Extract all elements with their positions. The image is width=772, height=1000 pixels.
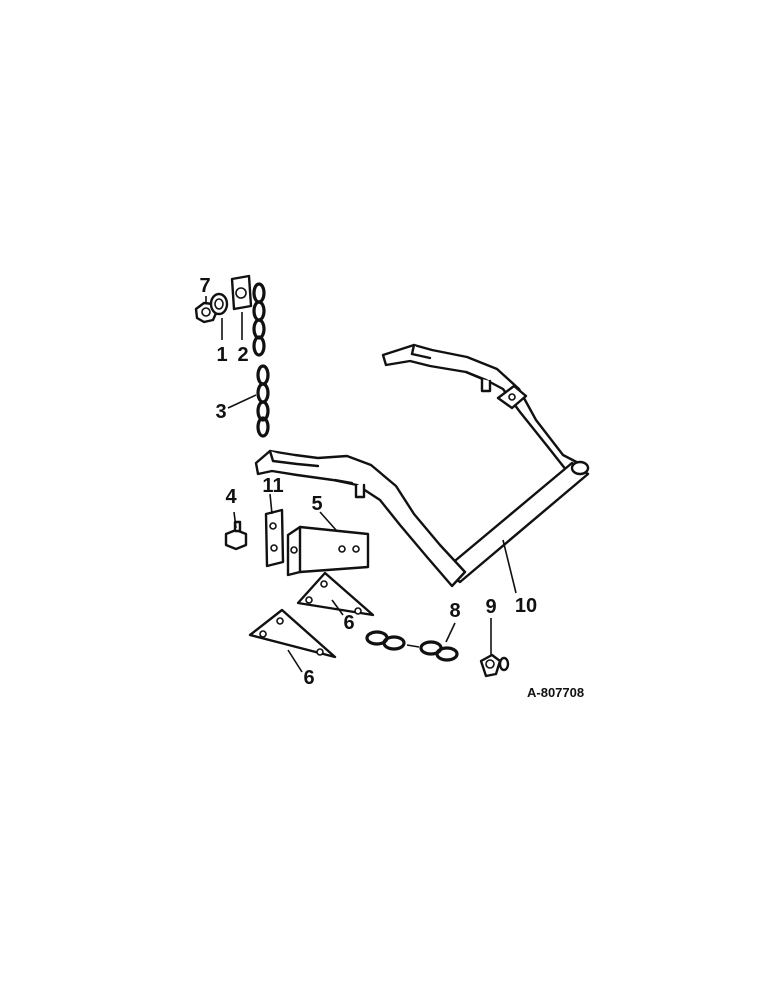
part-4-bolt	[224, 520, 248, 551]
drawing-reference-code: A-807708	[527, 685, 584, 700]
callout-labels: 7 1 2 3 4 11 5 6 6 8 9 10	[199, 275, 537, 689]
callout-11: 11	[262, 475, 283, 497]
callout-7: 7	[199, 275, 210, 297]
part-5-bracket	[286, 525, 370, 577]
part-10-frame	[254, 343, 590, 588]
part-1-washer	[209, 292, 229, 316]
callout-1: 1	[216, 344, 227, 366]
callout-6-lower: 6	[303, 667, 314, 689]
callout-4: 4	[225, 486, 237, 508]
part-6-gusset-lower	[248, 608, 337, 659]
callout-8: 8	[449, 600, 460, 622]
part-11-strap	[264, 508, 285, 568]
part-6-gusset-upper	[296, 571, 375, 617]
part-9-fitting	[479, 653, 510, 678]
chain-upper	[252, 282, 266, 357]
part-3-chain	[256, 364, 270, 438]
callout-2: 2	[237, 344, 248, 366]
part-8-chain	[365, 630, 459, 662]
callout-3: 3	[215, 401, 226, 423]
part-2-plate	[230, 274, 253, 311]
callout-9: 9	[485, 596, 496, 618]
callout-6-upper: 6	[343, 612, 354, 634]
callout-10: 10	[515, 595, 537, 617]
leader-lines	[205, 296, 517, 673]
callout-5: 5	[311, 493, 322, 515]
